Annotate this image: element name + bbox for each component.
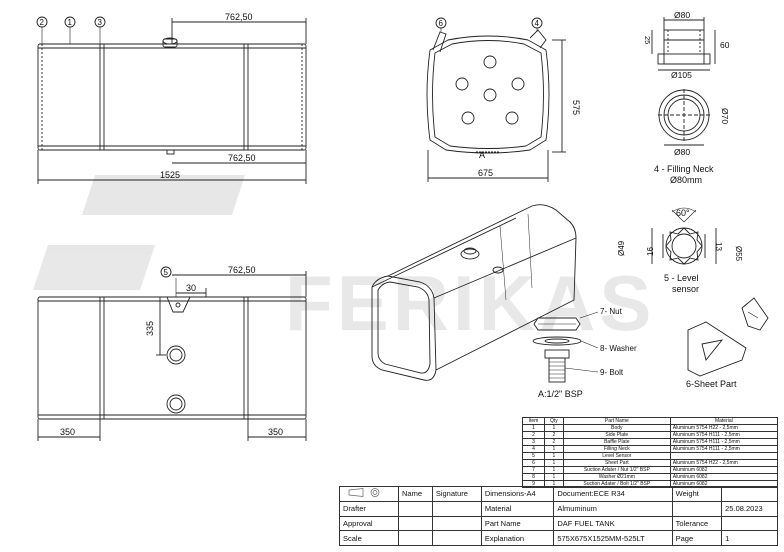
callout-6: 6 bbox=[439, 19, 444, 28]
tank-top-outline bbox=[37, 43, 307, 151]
callout-1: 1 bbox=[68, 18, 73, 27]
dim-neck-outer-dia: Ø105 bbox=[671, 70, 692, 80]
dim-sensor-13: 13 bbox=[714, 242, 723, 251]
callout-5: 5 bbox=[164, 268, 169, 277]
sheet-part-small bbox=[741, 297, 769, 331]
nut-label: 7- Nut bbox=[600, 307, 623, 316]
dim-bottom-half: 762,50 bbox=[228, 153, 256, 163]
section-label-a: A bbox=[479, 150, 485, 160]
projection-symbol-icon bbox=[339, 486, 399, 502]
dim-length: 1525 bbox=[160, 170, 180, 180]
projection-icon bbox=[348, 488, 380, 498]
bracket bbox=[166, 296, 191, 313]
nut-shape bbox=[533, 317, 581, 331]
filler-cap-top bbox=[162, 38, 178, 48]
neck-caption-1: 4 - Filling Neck bbox=[654, 164, 714, 174]
sensor-caption-2: sensor bbox=[672, 284, 699, 294]
watermark-text: FERIKAS bbox=[285, 259, 655, 347]
title-row-1: Name Signature Dimensions-A4 Document:EC… bbox=[339, 486, 778, 502]
suction-parts bbox=[532, 311, 599, 383]
dim-sensor-16: 16 bbox=[646, 247, 655, 256]
level-sensor-detail bbox=[651, 207, 717, 265]
title-row-4: Scale Explanation 575X675X1525MM-525LT P… bbox=[339, 530, 778, 546]
title-row-3: Approval Part Name DAF FUEL TANK Toleran… bbox=[339, 515, 778, 532]
dim-sensor-d49: Ø49 bbox=[617, 240, 626, 256]
sheet-part-main bbox=[687, 321, 747, 377]
tank-side-outline bbox=[37, 296, 307, 420]
dim-side-offset: 30 bbox=[186, 283, 196, 293]
dim-side-half: 762,50 bbox=[228, 265, 256, 275]
dim-top-half: 762,50 bbox=[225, 12, 253, 22]
top-view bbox=[36, 16, 307, 184]
dim-neck-inner-dia: Ø70 bbox=[720, 108, 730, 124]
dim-sensor-d55: Ø55 bbox=[734, 246, 743, 262]
title-block: Name Signature Dimensions-A4 Document:EC… bbox=[339, 486, 778, 546]
dim-end-width: 675 bbox=[478, 168, 493, 178]
bom-header: Item Qty Part Name Material bbox=[522, 417, 779, 425]
dim-side-left: 350 bbox=[60, 427, 75, 437]
sheet-part-caption: 6-Sheet Part bbox=[686, 379, 737, 389]
dim-side-right: 350 bbox=[268, 427, 283, 437]
ferikas-watermark: FERIKAS bbox=[33, 175, 655, 347]
title-row-2: Drafter Material Almuminum 25.08.2023 bbox=[339, 500, 778, 517]
dim-sensor-angle: 60° bbox=[676, 208, 690, 218]
dim-neck-bottom-dia: Ø80 bbox=[674, 147, 690, 157]
washer-label: 8- Washer bbox=[600, 344, 637, 353]
dim-neck-height: 60 bbox=[720, 40, 730, 50]
dim-end-height: 575 bbox=[571, 100, 581, 115]
sensor-caption-1: 5 - Level bbox=[664, 273, 699, 283]
dim-neck-flange: 25 bbox=[643, 36, 652, 44]
callout-4: 4 bbox=[535, 19, 540, 28]
neck-caption-2: Ø80mm bbox=[670, 175, 702, 185]
sheet-part-detail bbox=[687, 297, 769, 377]
callout-3: 3 bbox=[98, 18, 103, 27]
side-view bbox=[37, 266, 307, 441]
bolt-label: 9- Bolt bbox=[600, 368, 624, 377]
filling-neck-detail bbox=[651, 17, 716, 146]
end-outline bbox=[426, 35, 550, 154]
dim-neck-top-dia: Ø80 bbox=[674, 10, 690, 20]
callout-2: 2 bbox=[40, 18, 45, 27]
bolt-head bbox=[544, 349, 570, 359]
isometric-view bbox=[371, 204, 577, 381]
thread-label: A:1/2" BSP bbox=[538, 389, 583, 399]
dim-side-vertical: 335 bbox=[145, 321, 155, 336]
end-view bbox=[426, 17, 566, 182]
